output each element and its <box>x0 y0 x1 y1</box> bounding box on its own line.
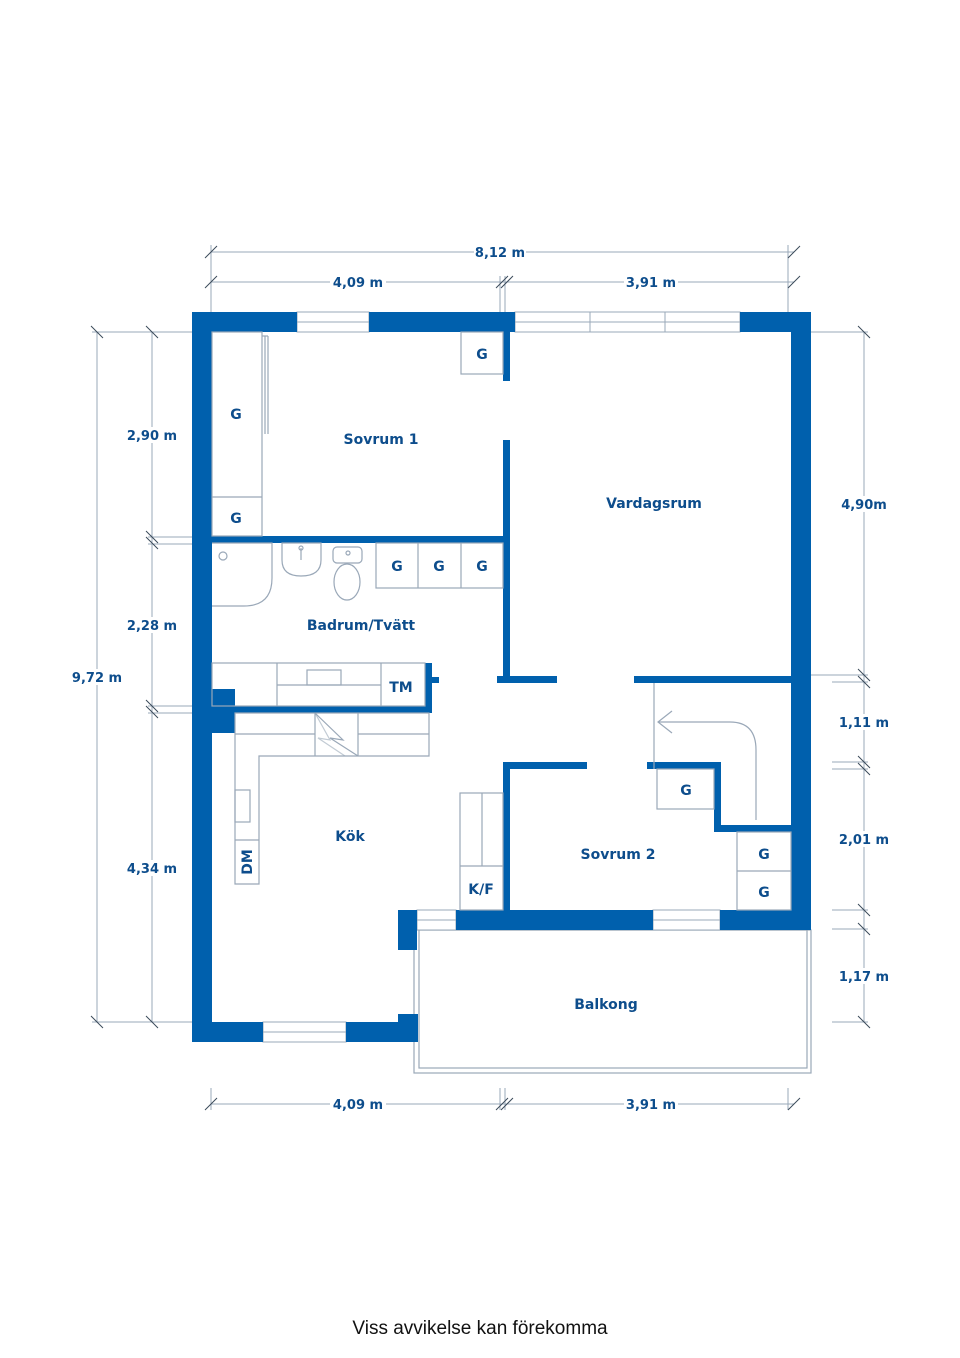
drying-cabinet-label: TM <box>389 680 412 696</box>
dim-bottom-left: 4,09 m <box>333 1098 383 1113</box>
wardrobe-label: G <box>476 347 488 363</box>
room-labels: Sovrum 1 Vardagsrum Badrum/Tvätt Kök Sov… <box>307 432 702 1013</box>
fixture-labels: G G G G G G TM DM K/F G G G <box>230 347 770 901</box>
wardrobe-label: G <box>758 885 770 901</box>
wardrobe-label: G <box>758 847 770 863</box>
wardrobe-label: G <box>391 559 403 575</box>
disclaimer-caption: Viss avvikelse kan förekomma <box>352 1318 608 1339</box>
dim-left-2: 2,28 m <box>127 619 177 634</box>
dim-right-1: 4,90m <box>841 498 887 513</box>
dim-left-total: 9,72 m <box>72 671 122 686</box>
walls <box>192 312 811 1042</box>
dim-top-left: 4,09 m <box>333 276 383 291</box>
wardrobe-label: G <box>680 783 692 799</box>
room-label-kok: Kök <box>335 829 365 845</box>
dim-top-total: 8,12 m <box>475 246 525 261</box>
room-label-sovrum-2: Sovrum 2 <box>581 847 656 863</box>
room-label-sovrum-1: Sovrum 1 <box>344 432 419 448</box>
dim-left-1: 2,90 m <box>127 429 177 444</box>
fridge-freezer-label: K/F <box>468 882 494 898</box>
dim-top-right: 3,91 m <box>626 276 676 291</box>
dim-bottom-right: 3,91 m <box>626 1098 676 1113</box>
dim-right-4: 1,17 m <box>839 970 889 985</box>
wardrobe-label: G <box>230 511 242 527</box>
wardrobe-label: G <box>476 559 488 575</box>
wardrobe-label: G <box>230 407 242 423</box>
dishwasher-label: DM <box>240 849 256 875</box>
room-label-badrum: Badrum/Tvätt <box>307 618 416 634</box>
dim-left-3: 4,34 m <box>127 862 177 877</box>
dimension-lines <box>90 245 871 1111</box>
dim-right-2: 1,11 m <box>839 716 889 731</box>
windows <box>262 311 741 1043</box>
dimension-labels: 8,12 m 4,09 m 3,91 m 4,09 m 3,91 m 9,72 … <box>70 244 892 1113</box>
wardrobe-label: G <box>433 559 445 575</box>
dim-right-3: 2,01 m <box>839 833 889 848</box>
room-label-vardagsrum: Vardagsrum <box>606 496 702 512</box>
room-label-balkong: Balkong <box>574 997 637 1013</box>
fixtures <box>211 331 792 911</box>
